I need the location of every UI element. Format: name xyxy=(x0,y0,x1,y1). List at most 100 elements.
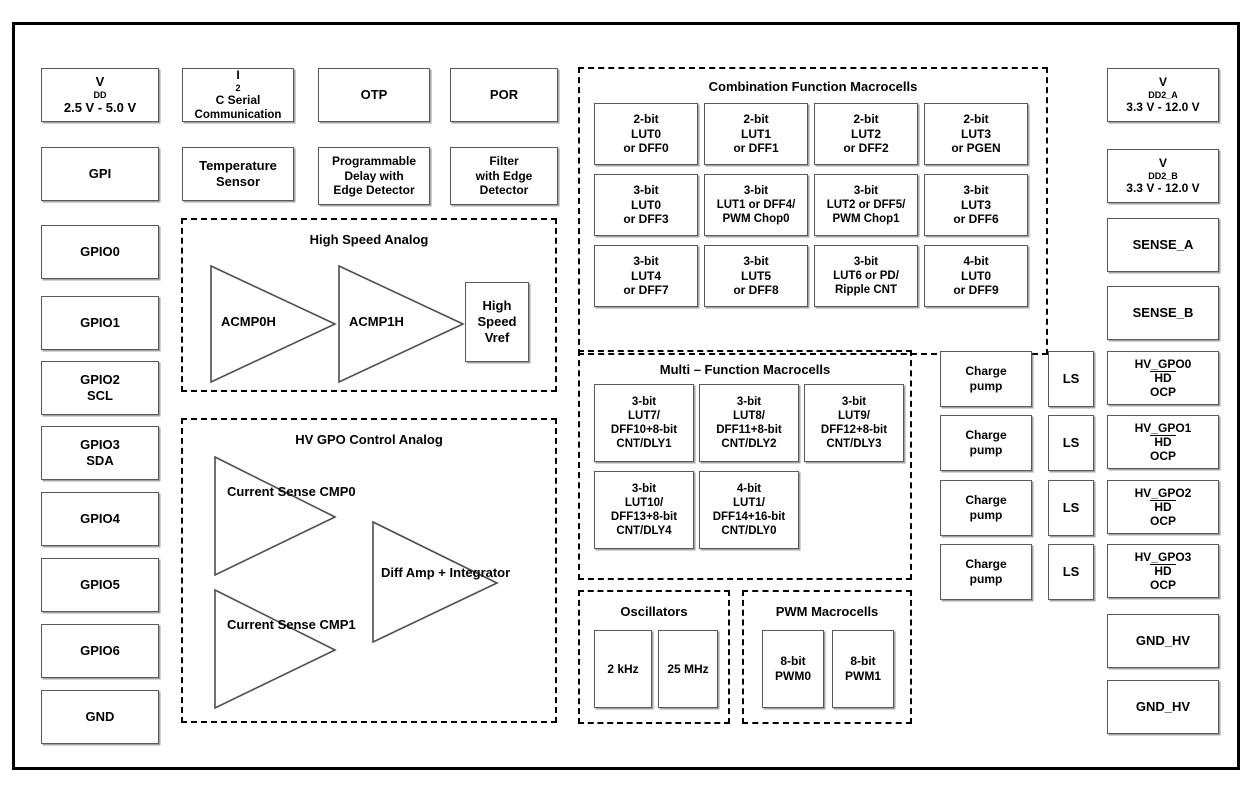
pin-gpio1[interactable]: GPIO1 xyxy=(41,296,159,350)
cell-line2: LUT8/ xyxy=(733,409,765,422)
charge-pump[interactable]: Charge pump xyxy=(940,351,1032,407)
cell-line2: LUT9/ xyxy=(838,409,870,422)
amp-diff-amp-integrator[interactable]: Diff Amp + Integrator xyxy=(371,520,510,644)
pin-gpi-label: GPI xyxy=(88,166,112,182)
cell-line3: PWM Chop0 xyxy=(722,213,790,225)
pin-gnd-hv-0[interactable]: GND_HV xyxy=(1107,614,1219,668)
pin-vdd2b-sub: DD2_B xyxy=(1148,170,1178,181)
macrocell-cell[interactable]: 3-bit LUT10/ DFF13+8-bit CNT/DLY4 xyxy=(594,471,694,549)
macrocell-cell[interactable]: 3-bit LUT4 or DFF7 xyxy=(594,245,698,307)
group-multi-function-title: Multi – Function Macrocells xyxy=(659,362,831,377)
block-otp[interactable]: OTP xyxy=(318,68,430,122)
macrocell-cell[interactable]: 2-bit LUT0 or DFF0 xyxy=(594,103,698,165)
macrocell-cell[interactable]: 2-bit LUT3 or PGEN xyxy=(924,103,1028,165)
pwm0-line1: 8-bit xyxy=(780,654,806,669)
level-shifter-label: LS xyxy=(1062,435,1080,451)
pwm0-line2: PWM0 xyxy=(775,669,811,683)
cell-line3: DFF12+8-bit xyxy=(820,424,888,436)
pin-sense-a[interactable]: SENSE_A xyxy=(1107,218,1219,272)
macrocell-cell[interactable]: 3-bit LUT6 or PD/ Ripple CNT xyxy=(814,245,918,307)
charge-pump-line2: pump xyxy=(969,379,1003,393)
macrocell-cell[interactable]: 2-bit LUT1 or DFF1 xyxy=(704,103,808,165)
block-por[interactable]: POR xyxy=(450,68,558,122)
level-shifter[interactable]: LS xyxy=(1048,415,1094,471)
cell-line1: 2-bit xyxy=(853,112,879,127)
block-temp-line1: Temperature xyxy=(199,158,277,174)
macrocell-cell[interactable]: 4-bit LUT0 or DFF9 xyxy=(924,245,1028,307)
pin-gpio3[interactable]: GPIO3 SDA xyxy=(41,426,159,480)
cell-line1: 3-bit xyxy=(853,184,879,197)
level-shifter[interactable]: LS xyxy=(1048,351,1094,407)
macrocell-cell[interactable]: 3-bit LUT2 or DFF5/ PWM Chop1 xyxy=(814,174,918,236)
charge-pump-line1: Charge xyxy=(965,557,1007,572)
level-shifter[interactable]: LS xyxy=(1048,480,1094,536)
group-oscillators-title: Oscillators xyxy=(620,604,688,619)
macrocell-cell[interactable]: 4-bit LUT1/ DFF14+16-bit CNT/DLY0 xyxy=(699,471,799,549)
group-pwm-macrocells: PWM Macrocells 8-bit PWM0 8-bit PWM1 xyxy=(742,590,912,724)
amp-current-sense-cmp1[interactable]: Current Sense CMP1 xyxy=(213,588,356,710)
macrocell-cell[interactable]: 2-bit LUT2 or DFF2 xyxy=(814,103,918,165)
pin-hv-gpo3-ocp: HD OCP xyxy=(1149,564,1176,592)
pin-hv-gpo0[interactable]: HV_GPO0 HD OCP xyxy=(1107,351,1219,405)
pin-gpio4[interactable]: GPIO4 xyxy=(41,492,159,546)
macrocell-cell[interactable]: 3-bit LUT5 or DFF8 xyxy=(704,245,808,307)
cell-line4: CNT/DLY4 xyxy=(616,525,672,538)
cell-line3: or DFF3 xyxy=(623,212,669,227)
ocp-text: OCP xyxy=(1149,577,1176,592)
pin-gpio3-line1: GPIO3 xyxy=(80,437,120,453)
pin-sense-b[interactable]: SENSE_B xyxy=(1107,286,1219,340)
pin-hv-gpo2[interactable]: HV_GPO2 HD OCP xyxy=(1107,480,1219,534)
pin-vdd2a-sub: DD2_A xyxy=(1148,89,1178,100)
pin-hv-gpo2-ocp: HD OCP xyxy=(1149,500,1176,528)
pin-gpio0[interactable]: GPIO0 xyxy=(41,225,159,279)
pwm1-line2: PWM1 xyxy=(845,669,881,683)
cell-line2: LUT5 xyxy=(741,268,771,283)
charge-pump[interactable]: Charge pump xyxy=(940,480,1032,536)
macrocell-cell[interactable]: 3-bit LUT3 or DFF6 xyxy=(924,174,1028,236)
cell-line1: 3-bit xyxy=(631,395,657,408)
pin-gpio5[interactable]: GPIO5 xyxy=(41,558,159,612)
amp-current-sense-cmp0[interactable]: Current Sense CMP0 xyxy=(213,455,356,577)
level-shifter-label: LS xyxy=(1062,564,1080,580)
amp-diff-line1: Diff Amp + xyxy=(381,565,446,580)
macrocell-cell[interactable]: 3-bit LUT0 or DFF3 xyxy=(594,174,698,236)
block-i2c-line2: Communication xyxy=(194,109,282,122)
pwm1-cell[interactable]: 8-bit PWM1 xyxy=(832,630,894,708)
pwm0-cell[interactable]: 8-bit PWM0 xyxy=(762,630,824,708)
pin-gpio2[interactable]: GPIO2 SCL xyxy=(41,361,159,415)
level-shifter[interactable]: LS xyxy=(1048,544,1094,600)
cell-line3: or DFF2 xyxy=(843,141,889,156)
cell-line1: 3-bit xyxy=(633,183,659,198)
macrocell-cell[interactable]: 3-bit LUT9/ DFF12+8-bit CNT/DLY3 xyxy=(804,384,904,462)
block-high-speed-vref[interactable]: High Speed Vref xyxy=(465,282,529,362)
cell-line3: or DFF9 xyxy=(953,283,999,298)
block-filter-edge-detector[interactable]: Filter with Edge Detector xyxy=(450,147,558,205)
oscillator-25mhz[interactable]: 25 MHz xyxy=(658,630,718,708)
pin-gpio6[interactable]: GPIO6 xyxy=(41,624,159,678)
macrocell-cell[interactable]: 3-bit LUT1 or DFF4/ PWM Chop0 xyxy=(704,174,808,236)
pin-gpi[interactable]: GPI xyxy=(41,147,159,201)
charge-pump[interactable]: Charge pump xyxy=(940,415,1032,471)
pin-gnd[interactable]: GND xyxy=(41,690,159,744)
cell-line2: LUT2 or DFF5/ xyxy=(826,198,906,211)
macrocell-cell[interactable]: 3-bit LUT7/ DFF10+8-bit CNT/DLY1 xyxy=(594,384,694,462)
cell-line3: DFF14+16-bit xyxy=(712,511,786,523)
block-programmable-delay[interactable]: Programmable Delay with Edge Detector xyxy=(318,147,430,205)
pin-hv-gpo3[interactable]: HV_GPO3 HD OCP xyxy=(1107,544,1219,598)
amp-acmp0h[interactable]: ACMP0H xyxy=(209,264,337,384)
pin-gnd-hv-1[interactable]: GND_HV xyxy=(1107,680,1219,734)
amp-cs1-line3: CMP1 xyxy=(319,617,356,632)
block-temperature-sensor[interactable]: Temperature Sensor xyxy=(182,147,294,201)
oscillator-2khz[interactable]: 2 kHz xyxy=(594,630,652,708)
pin-hv-gpo1[interactable]: HV_GPO1 HD OCP xyxy=(1107,415,1219,469)
cell-line2: LUT0 xyxy=(961,268,991,283)
pin-gpio3-line2: SDA xyxy=(86,453,114,468)
amp-acmp1h[interactable]: ACMP1H xyxy=(337,264,465,384)
macrocell-cell[interactable]: 3-bit LUT8/ DFF11+8-bit CNT/DLY2 xyxy=(699,384,799,462)
i2c-superscript-2: 2 xyxy=(235,82,241,93)
charge-pump[interactable]: Charge pump xyxy=(940,544,1032,600)
